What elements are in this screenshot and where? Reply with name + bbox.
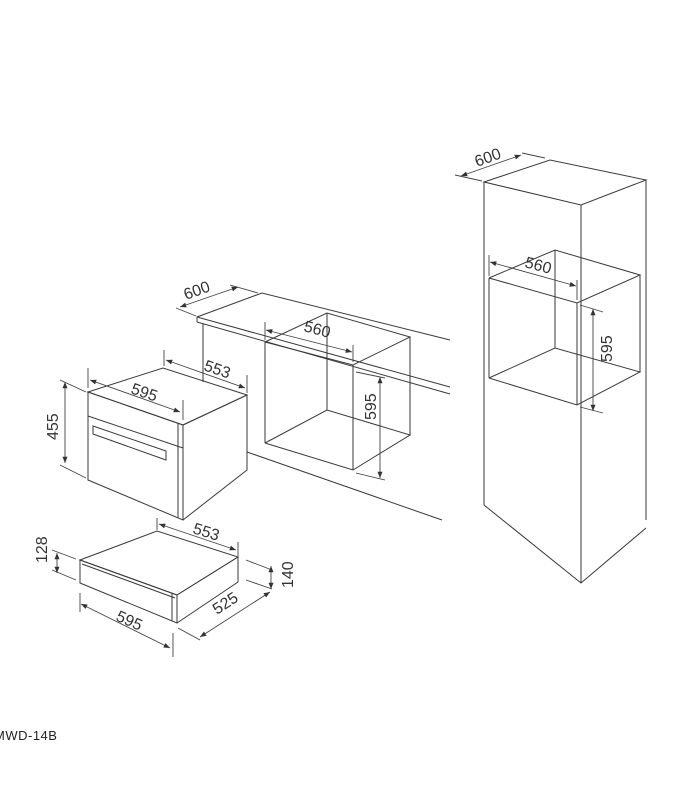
oven-handle [92, 425, 167, 461]
niche-width-label: 560 [302, 318, 332, 341]
oven: 455 595 553 [45, 350, 249, 521]
oven-height-label: 455 [45, 413, 62, 440]
counter-depth-label: 600 [182, 279, 213, 304]
drawer-depth-label: 553 [191, 521, 222, 545]
counter-niche: 600 560 595 [175, 279, 451, 521]
drawer-side-depth-label: 525 [210, 590, 242, 619]
niche-height-label: 595 [363, 393, 380, 420]
tall-niche-width-label: 560 [523, 254, 553, 277]
model-label: MWD-14B [0, 728, 58, 743]
tall-niche-height-label: 595 [599, 335, 616, 362]
drawer-height-label: 140 [280, 561, 297, 588]
warming-drawer: 553 128 140 595 525 [34, 518, 297, 657]
oven-width-label: 595 [129, 381, 160, 406]
tall-depth-label: 600 [473, 146, 504, 171]
tall-cabinet: 600 560 595 [454, 146, 648, 584]
oven-depth-label: 553 [202, 358, 233, 383]
drawer-width-label: 595 [113, 608, 144, 634]
drawer-front-height-label: 128 [34, 536, 51, 563]
